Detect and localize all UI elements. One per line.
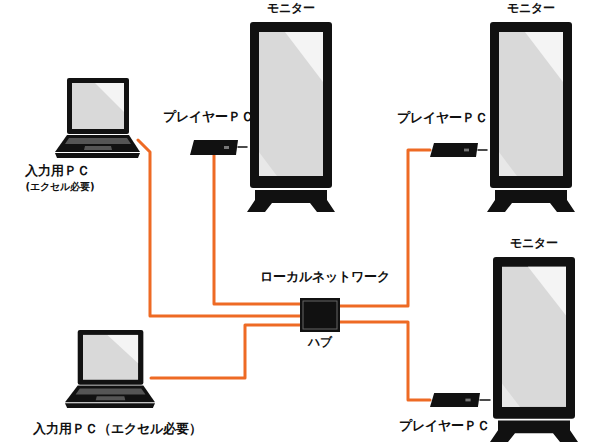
monitor-label: モニター — [267, 2, 315, 16]
lan-cable — [151, 325, 300, 378]
video-cable — [478, 150, 487, 151]
monitor-icon — [247, 22, 335, 212]
monitor-icon — [490, 257, 578, 442]
pc-label: 入力用ＰＣ — [25, 164, 90, 179]
hub-node: ハブ — [300, 298, 340, 332]
player-pc-label: プレイヤーＰＣ — [163, 110, 254, 125]
player-pc-node: プレイヤーＰＣ — [430, 143, 478, 157]
player-pc-node: プレイヤーＰＣ — [190, 140, 238, 155]
player-pc-label: プレイヤーＰＣ — [397, 111, 488, 126]
pc-label: 入力用ＰＣ（エクセル必要） — [33, 422, 202, 437]
monitor-node: モニター — [487, 22, 575, 212]
video-cable — [238, 147, 247, 148]
network-label: ローカルネットワーク — [258, 268, 392, 286]
monitor-icon — [487, 22, 575, 212]
pc-note: (エクセル必要) — [25, 181, 94, 193]
player-icon — [190, 140, 238, 155]
input-pc-node: 入力用ＰＣ(エクセル必要) — [55, 78, 140, 160]
monitor-label: モニター — [507, 2, 555, 16]
input-pc-node: 入力用ＰＣ（エクセル必要） — [65, 330, 155, 410]
player-pc-label: プレイヤーＰＣ — [399, 419, 490, 434]
monitor-node: モニター — [490, 257, 578, 442]
laptop-icon — [55, 78, 140, 160]
lan-cable — [340, 322, 430, 400]
hub-label: ハブ — [308, 336, 332, 350]
player-pc-node: プレイヤーＰＣ — [430, 393, 480, 407]
player-icon — [430, 393, 480, 407]
monitor-label: モニター — [510, 237, 558, 251]
laptop-icon — [65, 330, 155, 410]
monitor-node: モニター — [247, 22, 335, 212]
hub-icon — [300, 298, 340, 332]
player-icon — [430, 143, 478, 157]
video-cable — [480, 400, 490, 401]
